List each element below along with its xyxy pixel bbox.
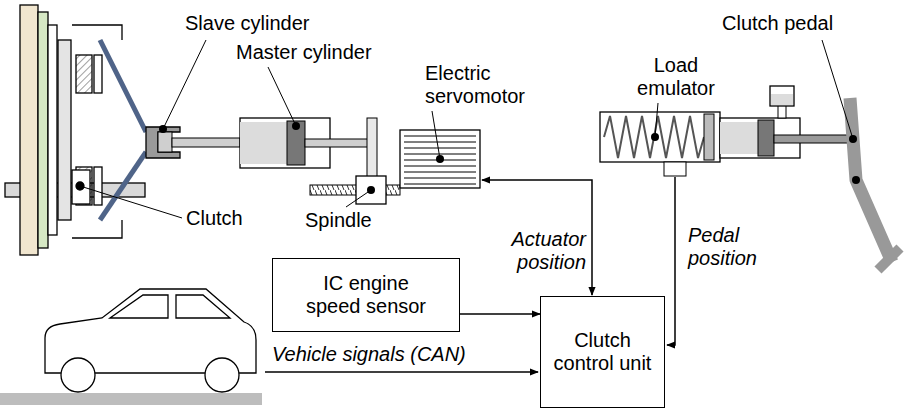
- part-label: Spindle: [305, 209, 372, 232]
- ground: [0, 393, 262, 405]
- motor-windings: [404, 136, 476, 184]
- lever: [367, 118, 377, 178]
- disc-carrier: [48, 25, 57, 235]
- box-text-group: Clutch control unit: [553, 329, 653, 375]
- master-piston: [287, 121, 305, 165]
- box-label: IC engine speed sensor: [299, 272, 433, 318]
- can-signal-arrow: [265, 371, 538, 373]
- pedal-position-arrow: [667, 177, 675, 345]
- fluid: [240, 122, 287, 164]
- pedal-rod: [774, 135, 854, 143]
- box-text-group: IC engine speed sensor: [299, 272, 433, 318]
- spring-element: [94, 55, 102, 93]
- signal-label: Vehicle signals (CAN): [272, 343, 466, 366]
- emulator-plate: [704, 114, 714, 160]
- signal-label: Actuator position: [474, 228, 586, 274]
- spring: [604, 116, 704, 158]
- spring-element: [94, 167, 102, 205]
- car-window: [176, 295, 230, 318]
- hydraulic-line: [172, 138, 240, 147]
- process-box: Clutch control unit: [540, 296, 665, 408]
- pedal-piston: [758, 120, 774, 156]
- wheel: [61, 358, 95, 392]
- diaphragm-spring: [100, 40, 146, 132]
- pedal-pivot: [852, 176, 860, 184]
- position-sensor: [664, 162, 686, 176]
- friction-lining: [76, 55, 92, 93]
- part-label: Clutch pedal: [722, 12, 833, 35]
- clutch-assembly: [5, 5, 146, 255]
- part-label: Electric servomotor: [425, 62, 543, 108]
- fluid: [771, 94, 793, 105]
- diaphragm-spring: [100, 152, 146, 220]
- clutch-pedal-arm: [850, 98, 892, 262]
- pedal-pad: [878, 248, 900, 270]
- piston-rod: [305, 139, 372, 147]
- pressure-plate: [58, 40, 71, 220]
- leader-lines: [80, 40, 853, 218]
- signal-connector: [460, 313, 540, 315]
- wheel: [205, 358, 239, 392]
- clutch-disc: [38, 12, 48, 248]
- process-box: IC engine speed sensor: [272, 258, 460, 332]
- slave-piston: [158, 132, 172, 152]
- part-label: Load emulator: [626, 54, 726, 100]
- signal-label: Pedal position: [688, 224, 800, 270]
- reservoir: [770, 86, 794, 106]
- box-label: Clutch control unit: [553, 329, 653, 375]
- hub: [72, 170, 90, 204]
- vehicle: [0, 289, 262, 405]
- clutch-cover: [72, 25, 122, 238]
- load-emulator: [600, 112, 720, 162]
- part-label: Clutch: [186, 207, 243, 230]
- part-label: Slave cylinder: [185, 12, 310, 35]
- flywheel: [20, 5, 38, 255]
- part-label: Master cylinder: [236, 41, 372, 64]
- fluid: [720, 122, 758, 154]
- car-window: [110, 295, 168, 318]
